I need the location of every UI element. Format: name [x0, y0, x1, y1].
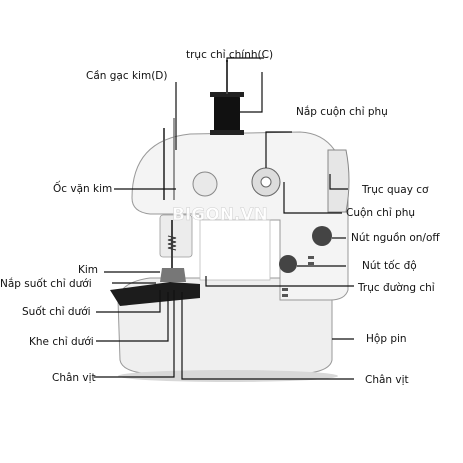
- speed-button: [279, 255, 297, 273]
- label-needle: Kim: [78, 264, 99, 276]
- needle-head: [159, 214, 193, 258]
- label-lower-thread-axis: Trục đường chỉ: [358, 282, 435, 294]
- label-thread-guide: Cần gạc kim(D): [86, 70, 168, 82]
- label-presser-foot-left: Chân vịt: [52, 372, 96, 384]
- leader-lines: [94, 57, 354, 380]
- label-power-button: Nút nguồn on/off: [351, 232, 440, 244]
- bed-plate: [110, 282, 200, 306]
- label-bobbin-cover: Nắp cuộn chỉ phụ: [296, 106, 388, 118]
- presser-foot: [160, 268, 186, 282]
- label-lower-bobbin: Suốt chỉ dưới: [22, 306, 91, 318]
- label-spool-pin: trục chỉ chính(C): [186, 49, 274, 61]
- machine-base: [117, 277, 333, 375]
- label-needle-screw: Ốc vặn kim: [53, 183, 113, 195]
- label-lower-thread-slot: Khe chỉ dưới: [29, 336, 94, 348]
- label-battery-box: Hộp pin: [366, 333, 407, 345]
- label-speed-button: Nút tốc độ: [362, 260, 417, 272]
- label-presser-foot-right: Chân vịt: [365, 374, 409, 386]
- thread-spool: [214, 94, 240, 134]
- needle-screw-knob: [192, 171, 218, 197]
- sewing-machine: [110, 60, 350, 382]
- label-bobbin-winder: Cuộn chỉ phụ: [346, 207, 416, 219]
- handwheel: [327, 149, 350, 213]
- watermark: BIGON.VN: [172, 205, 268, 225]
- arm-window: [199, 219, 271, 281]
- base-shadow: [118, 370, 338, 382]
- label-lower-bobbin-cover: Nắp suốt chỉ dưới: [0, 278, 92, 290]
- label-handwheel: Trục quay cơ: [362, 184, 429, 196]
- power-button: [312, 226, 332, 246]
